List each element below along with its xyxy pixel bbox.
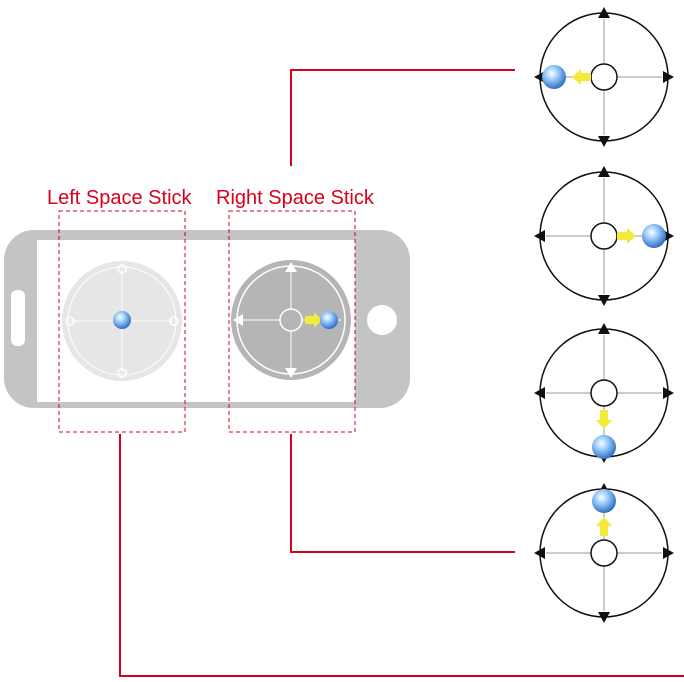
direction-arrow-icon: [596, 517, 612, 536]
triangle-marker-icon: [598, 295, 610, 306]
triangle-marker-icon: [663, 387, 674, 399]
stick-ball-icon: [642, 224, 666, 248]
direction-panel-down: [534, 323, 674, 463]
stick-ball-icon: [592, 489, 616, 513]
direction-arrow-icon: [596, 410, 612, 429]
right-stick-label: Right Space Stick: [216, 187, 374, 209]
direction-arrow-icon: [572, 69, 591, 85]
callout-lines: [119, 69, 684, 677]
right-stick-pad: [231, 260, 351, 380]
callout-line-left: [119, 434, 684, 677]
direction-arrow-icon: [305, 312, 322, 328]
direction-panel-up: [534, 483, 674, 623]
triangle-marker-icon: [598, 136, 610, 147]
phone-home-button: [367, 305, 397, 335]
direction-arrow-icon: [617, 228, 636, 244]
stick-ball-icon: [542, 65, 566, 89]
callout-line-right-to-top-panel: [290, 69, 515, 166]
left-stick-pad: [62, 261, 182, 381]
triangle-marker-icon: [534, 547, 545, 559]
triangle-marker-icon: [598, 323, 610, 334]
left-stick-dashed-box: [58, 210, 186, 433]
stick-ball-icon: [320, 311, 338, 329]
phone-side-slot: [11, 290, 25, 346]
triangle-marker-icon: [663, 71, 674, 83]
triangle-marker-icon: [598, 7, 610, 18]
left-stick-label: Left Space Stick: [47, 187, 192, 209]
triangle-marker-icon: [598, 612, 610, 623]
triangle-marker-icon: [663, 547, 674, 559]
direction-panel-right: [534, 166, 674, 306]
triangle-marker-icon: [534, 230, 545, 242]
right-stick-dashed-box: [228, 210, 356, 433]
direction-panels: [534, 7, 674, 623]
triangle-marker-icon: [598, 166, 610, 177]
triangle-marker-icon: [285, 262, 297, 272]
triangle-marker-icon: [534, 387, 545, 399]
triangle-marker-icon: [534, 71, 545, 83]
direction-panel-left: [534, 7, 674, 147]
stick-ball-icon: [592, 435, 616, 459]
stick-ball-icon: [113, 311, 131, 329]
callout-line-right-to-bottom-panel: [290, 434, 515, 553]
triangle-marker-icon: [663, 230, 674, 242]
